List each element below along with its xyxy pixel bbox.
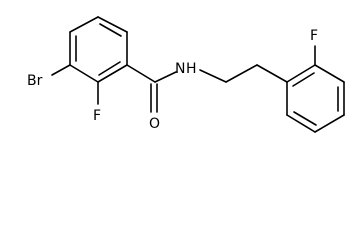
amide-nitrogen-label: N <box>175 61 185 77</box>
structure-diagram: Br F O N H F <box>27 16 345 133</box>
bond <box>97 16 128 33</box>
bond <box>97 64 128 83</box>
aromatic-inner-bond <box>292 72 315 87</box>
bond <box>69 16 99 33</box>
bond-ch2-ch2 <box>225 64 258 83</box>
bond-carbonyl-n <box>154 71 177 83</box>
bond <box>314 64 345 83</box>
molecule-drawing: Br F O N H F <box>27 16 345 133</box>
amide-hydrogen-label: H <box>186 61 197 77</box>
bond <box>314 114 345 133</box>
bond-ch2-ring <box>256 64 288 83</box>
left-benzene-ring <box>69 16 128 83</box>
right-benzene-ring <box>286 64 345 133</box>
bond-n-ch2 <box>199 69 227 83</box>
bond <box>69 64 99 83</box>
fluorine-left-label: F <box>93 108 101 124</box>
oxygen-label: O <box>149 116 160 132</box>
bond-c-br <box>51 64 71 76</box>
bromine-label: Br <box>27 73 43 89</box>
aromatic-inner-bond <box>99 23 122 37</box>
bond-ring-carbonyl <box>126 64 156 83</box>
aromatic-inner-bond <box>98 61 121 76</box>
bond <box>286 64 316 83</box>
aromatic-inner-bond <box>293 111 317 126</box>
bond <box>286 114 316 133</box>
fluorine-right-label: F <box>310 28 318 44</box>
